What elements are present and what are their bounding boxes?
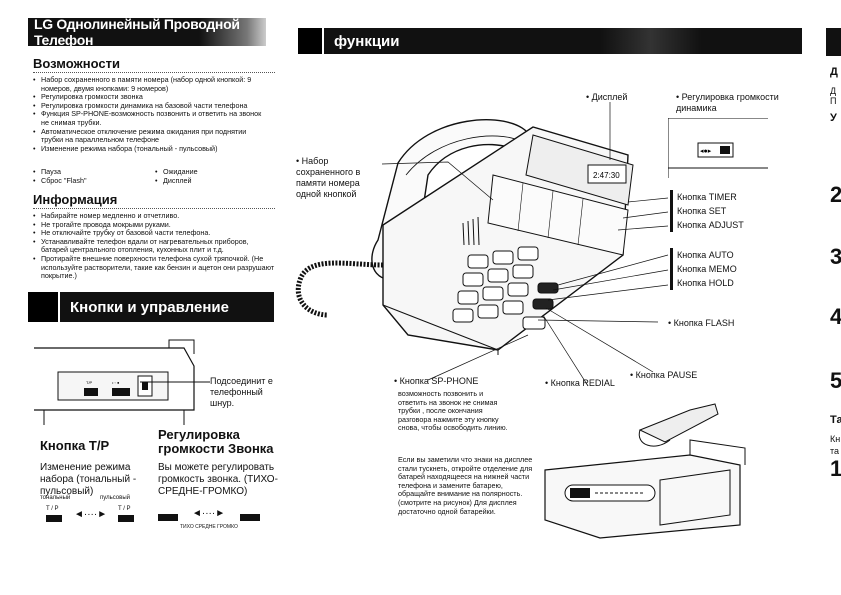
right-strip-letter: Кн xyxy=(830,434,841,444)
info-item: Набирайте номер медленно и отчетливо. xyxy=(33,211,275,221)
right-strip-number: 5 xyxy=(830,368,841,393)
ring-switch-low-icon xyxy=(158,514,178,521)
callout-pause-label: Кнопка PAUSE xyxy=(635,370,698,380)
info-item: Не трогайте провода мокрыми руками. xyxy=(33,220,275,230)
tp-heading: Кнопка T/P xyxy=(40,438,110,453)
info-rule xyxy=(33,208,275,209)
feature-item: Набор сохраненного в памяти номера (набо… xyxy=(33,75,268,93)
middle-title-bar: функции xyxy=(298,28,802,54)
phone-illustration: 2:47:30 xyxy=(295,119,634,355)
tp-switch-pulse-label: T / P xyxy=(118,506,131,512)
feature-item: Регулировка громкости динамика на базово… xyxy=(33,101,268,111)
callout-speaker-volume: • Регулировка громкости динамика xyxy=(676,92,779,113)
callout-set: Кнопка SET xyxy=(677,206,727,216)
left-title-bar: LG Однолинейный Проводной Телефон xyxy=(28,16,266,48)
svg-text:T/P: T/P xyxy=(86,380,93,385)
callout-memory-key: • Набор сохраненного в памяти номера одн… xyxy=(296,156,361,199)
callout-memory-key-label: Набор сохраненного в памяти номера одной… xyxy=(296,156,361,199)
callout-auto-memo-hold: Кнопка AUTO Кнопка MEMO Кнопка HOLD xyxy=(670,248,737,290)
controls-bar: Кнопки и управление xyxy=(28,292,274,322)
features-list: Набор сохраненного в памяти номера (набо… xyxy=(33,75,268,154)
tp-pulse-label: пульсовый xyxy=(100,495,130,501)
tp-switch-diagram: T / P ◄····► T / P xyxy=(46,506,136,526)
controls-bar-marker xyxy=(28,292,60,322)
callout-pause: • Кнопка PAUSE xyxy=(630,370,698,380)
info-item: Устанавливайте телефон вдали от нагреват… xyxy=(33,237,275,255)
right-strip-number: 1 xyxy=(830,456,841,481)
features-heading: Возможности xyxy=(33,56,120,71)
info-list: Набирайте номер медленно и отчетливо. Не… xyxy=(33,211,275,281)
tp-tone-label: тональный xyxy=(40,495,71,501)
tp-switch-icon xyxy=(84,388,98,396)
feature-item: Функция SP-PHONE-возможность позвонить и… xyxy=(33,110,268,127)
info-item: Протирайте внешние поверхности телефона … xyxy=(33,254,275,281)
sp-phone-text: возможность позвонить и ответить на звон… xyxy=(398,389,508,433)
callout-display: • Дисплей xyxy=(586,92,628,102)
phone-bottom-illustration: T/P • ◦ ● xyxy=(34,339,195,425)
feature-item: Дисплей xyxy=(155,176,265,186)
info-heading: Информация xyxy=(33,192,118,207)
tp-switch-pulse-icon xyxy=(118,515,134,522)
callout-auto: Кнопка AUTO xyxy=(677,250,734,260)
right-strip-number: 4 xyxy=(830,304,841,329)
right-strip: Д Д П У 2 3 4 5 Та Кн та 1 xyxy=(812,0,841,595)
tp-switch-tone-icon xyxy=(46,515,62,522)
display-readout: 2:47:30 xyxy=(593,171,620,180)
jack-pointer xyxy=(140,381,210,383)
callout-lines xyxy=(381,102,669,387)
feature-item: Автоматическое отключение режима ожидани… xyxy=(33,127,268,145)
right-strip-number: 2 xyxy=(830,182,841,207)
ring-heading: Регулировка громкости Звонка xyxy=(158,427,274,456)
callout-sp-phone: • Кнопка SP-PHONE xyxy=(394,376,479,386)
callout-sp-phone-label: Кнопка SP-PHONE xyxy=(399,376,479,386)
ring-scale-label: ТИХО СРЕДНЕ ГРОМКО xyxy=(180,524,238,530)
callout-redial-label: Кнопка REDIAL xyxy=(550,378,615,388)
callout-timer-set-adjust: Кнопка TIMER Кнопка SET Кнопка ADJUST xyxy=(670,190,744,232)
ring-switch-diagram: ◄····► ТИХО СРЕДНЕ ГРОМКО xyxy=(158,508,268,532)
right-strip-letter: Д xyxy=(830,66,838,78)
middle-title-marker xyxy=(298,28,324,54)
ring-text: Вы можете регулировать громкость звонка.… xyxy=(158,462,278,497)
feature-item: Регулировка громкости звонка xyxy=(33,93,268,102)
feature-item: Ожидание xyxy=(155,167,265,177)
callout-flash: • Кнопка FLASH xyxy=(668,318,735,328)
battery-illustration xyxy=(544,403,746,539)
right-strip-number: 3 xyxy=(830,244,841,269)
svg-text:◂●▸: ◂●▸ xyxy=(700,148,712,155)
right-strip-letter: У xyxy=(830,112,837,124)
features-col1: Пауза Сброс "Flash" xyxy=(33,167,143,186)
right-strip-letter: та xyxy=(830,446,840,456)
controls-bar-text: Кнопки и управление xyxy=(70,298,229,316)
middle-title-text: функции xyxy=(334,32,400,50)
callout-flash-label: Кнопка FLASH xyxy=(673,318,735,328)
callout-hold: Кнопка HOLD xyxy=(677,278,734,288)
connect-label: Подсоединит е телефонный шнур. xyxy=(210,376,273,408)
callout-speaker-volume-label: Регулировка громкости динамика xyxy=(676,92,779,113)
ring-switch-high-icon xyxy=(240,514,260,521)
callout-display-label: Дисплей xyxy=(591,92,628,102)
callout-adjust: Кнопка ADJUST xyxy=(677,220,744,230)
ringer-switch-icon xyxy=(112,388,130,396)
right-strip-letter: П xyxy=(830,96,837,106)
tp-text: Изменение режима набора (тональный - пул… xyxy=(40,462,137,497)
tp-switch-tone-label: T / P xyxy=(46,506,59,512)
feature-item: Сброс "Flash" xyxy=(33,176,143,186)
callout-memo: Кнопка MEMO xyxy=(677,264,737,274)
callout-redial: • Кнопка REDIAL xyxy=(545,378,615,388)
features-rule xyxy=(33,72,275,73)
left-title-text: LG Однолинейный Проводной Телефон xyxy=(34,16,240,48)
feature-item: Изменение режима набора (тональный - пул… xyxy=(33,144,268,154)
feature-item: Пауза xyxy=(33,167,143,177)
right-strip-bar xyxy=(826,28,841,56)
svg-text:• ◦ ●: • ◦ ● xyxy=(112,380,120,385)
callout-timer: Кнопка TIMER xyxy=(677,192,737,202)
info-item: Не отключайте трубку от базовой части те… xyxy=(33,229,275,238)
double-arrow-icon: ◄····► xyxy=(192,508,226,519)
battery-text: Если вы заметили что знаки на дисплее ст… xyxy=(398,455,533,516)
double-arrow-icon: ◄····► xyxy=(74,509,108,520)
right-strip-letter: Д xyxy=(830,86,837,96)
features-col2: Ожидание Дисплей xyxy=(155,167,265,186)
right-strip-letter: Та xyxy=(830,414,841,426)
speaker-volume-inset: ◂●▸ xyxy=(668,118,768,178)
